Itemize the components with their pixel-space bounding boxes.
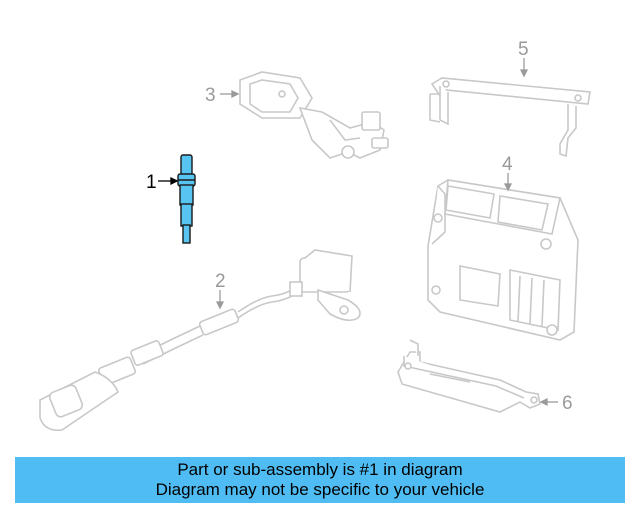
callout-2: 2 <box>215 271 226 292</box>
part-5-mounting-bracket[interactable] <box>429 77 591 158</box>
part-3-bracket-sensor[interactable] <box>239 71 389 159</box>
callout-1: 1 <box>146 172 157 193</box>
callout-3-arrow <box>220 89 240 99</box>
callout-6-arrow <box>539 397 558 407</box>
callout-6: 6 <box>562 393 573 414</box>
callout-4: 4 <box>502 154 513 175</box>
callout-4-arrow <box>503 173 513 192</box>
callout-5: 5 <box>518 39 529 60</box>
part-2-cable-sensor[interactable] <box>39 249 361 432</box>
parts-diagram: 1 2 3 <box>39 39 591 432</box>
part-6-tray-bracket[interactable] <box>397 339 541 413</box>
part-4-control-module[interactable] <box>427 179 579 341</box>
callout-2-arrow <box>215 290 225 310</box>
info-banner: Part or sub-assembly is #1 in diagram Di… <box>15 457 625 503</box>
callout-5-arrow <box>519 58 529 78</box>
callout-1-arrow <box>158 176 179 186</box>
banner-line-1: Part or sub-assembly is #1 in diagram <box>177 460 463 479</box>
banner-line-2: Diagram may not be specific to your vehi… <box>155 480 485 499</box>
callout-3: 3 <box>205 85 216 106</box>
part-1-sensor[interactable] <box>177 154 196 244</box>
